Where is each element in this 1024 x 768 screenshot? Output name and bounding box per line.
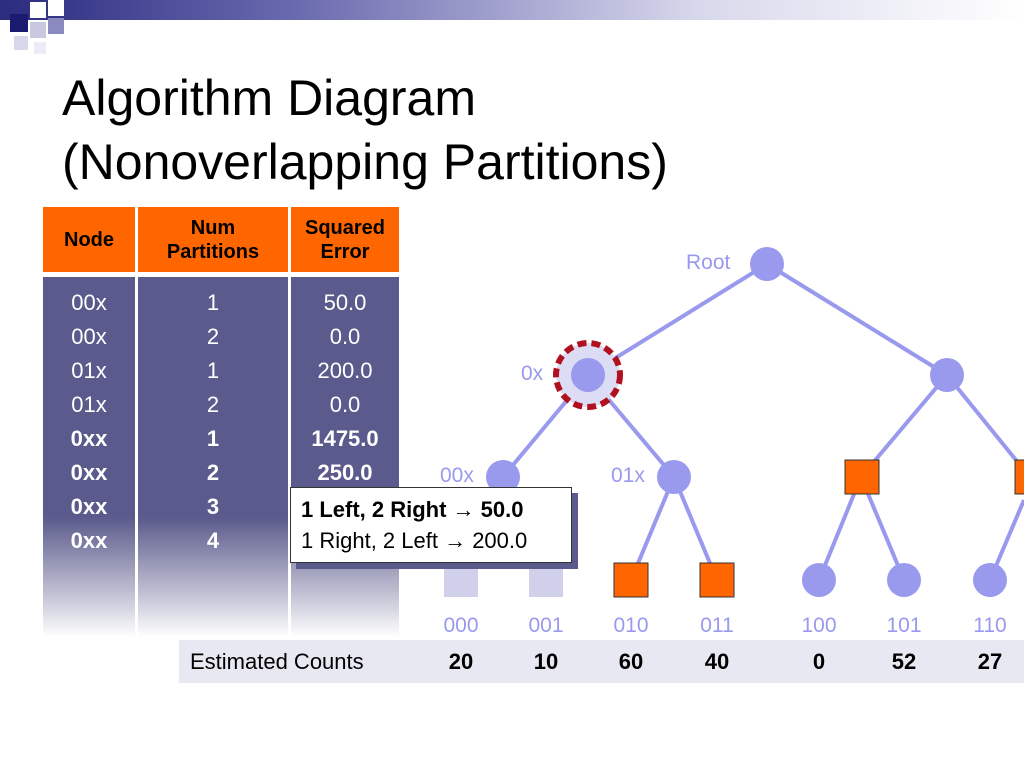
count-value: 52 — [891, 649, 917, 674]
edge-1x-11x — [945, 373, 1024, 472]
table-column-body — [291, 277, 399, 637]
table-header-partitions: Num Partitions — [138, 207, 288, 272]
decor-square — [10, 14, 28, 32]
table-cells: 50.0 0.0 200.0 0.0 1475.0 250.0 — [291, 286, 399, 558]
title-line-1: Algorithm Diagram — [62, 70, 477, 126]
count-value: 10 — [533, 649, 559, 674]
count-value: 0 — [812, 649, 826, 674]
node-root[interactable] — [750, 247, 784, 281]
table-cell-node: 01x — [71, 392, 107, 417]
table-cell-parts: 2 — [206, 324, 220, 349]
table-cell-err: 0.0 — [329, 392, 361, 417]
label-00x: 00x — [440, 464, 474, 487]
label-0x: 0x — [521, 362, 544, 385]
count-value: 27 — [977, 649, 1003, 674]
partition-tooltip: 1 Left, 2 Right → 50.0 1 Right, 2 Left →… — [290, 487, 572, 563]
decorative-top-bar — [0, 0, 1024, 60]
node-0x[interactable] — [571, 358, 605, 392]
table-cell-parts: 2 — [206, 460, 220, 485]
leaf-011[interactable] — [699, 562, 735, 598]
decor-square — [30, 2, 46, 18]
table-cell-parts: 4 — [206, 528, 220, 553]
count-value: 20 — [448, 649, 474, 674]
table-cell-parts: 1 — [206, 290, 220, 315]
node-01x[interactable] — [657, 460, 691, 494]
table-cell-parts: 1 — [206, 426, 220, 451]
leaf-label: 010 — [613, 614, 648, 637]
table-cell-err: 1475.0 — [311, 426, 379, 451]
leaf-110[interactable] — [973, 563, 1007, 597]
table-cell-parts: 2 — [206, 392, 220, 417]
leaf-label: 100 — [801, 614, 836, 637]
decor-square — [48, 0, 64, 16]
table-header-error: Squared Error — [291, 207, 399, 272]
table-cell-node: 0xx — [70, 426, 108, 451]
table-cell-err: 250.0 — [317, 460, 373, 485]
tooltip-line-2: 1 Right, 2 Left → 200.0 — [301, 528, 528, 553]
leaf-label: 110 — [973, 614, 1006, 637]
decor-square — [48, 18, 64, 34]
leaf-101[interactable] — [887, 563, 921, 597]
leaf-000[interactable] — [444, 563, 478, 597]
node-00x[interactable] — [486, 460, 520, 494]
table-cells: 1 2 1 2 1 2 3 4 — [138, 286, 288, 558]
leaf-010[interactable] — [613, 562, 649, 598]
table-cells: 00x 00x 01x 01x 0xx 0xx 0xx 0xx — [43, 286, 135, 558]
decor-square — [30, 22, 46, 38]
table-column-body — [43, 277, 135, 637]
table-header-node: Node — [43, 207, 135, 272]
table-cell-node: 00x — [71, 290, 107, 315]
leaf-label: 101 — [886, 614, 921, 637]
table-column-body — [138, 277, 288, 637]
table-cell-parts: 1 — [206, 358, 220, 383]
estimated-counts-label: Estimated Counts — [190, 649, 364, 674]
table-cell-node: 0xx — [70, 460, 108, 485]
slide-title: Algorithm Diagram (Nonoverlapping Partit… — [62, 66, 668, 194]
leaf-100[interactable] — [802, 563, 836, 597]
table-cell-node: 0xx — [70, 528, 108, 553]
edge-root-1x — [765, 262, 949, 377]
leaf-label: 000 — [443, 614, 478, 637]
tree-edges — [501, 262, 1024, 581]
decor-square — [14, 36, 28, 50]
node-1x[interactable] — [930, 358, 964, 392]
leaf-label: 011 — [700, 614, 733, 637]
table-cell-err: 0.0 — [329, 324, 361, 349]
node-11x-partition[interactable] — [1014, 459, 1024, 495]
decor-square — [34, 42, 46, 54]
table-cell-err: 200.0 — [317, 358, 373, 383]
table-cell-parts: 3 — [206, 494, 220, 519]
table-cell-node: 00x — [71, 324, 107, 349]
label-root: Root — [686, 251, 731, 274]
leaf-001[interactable] — [529, 563, 563, 597]
label-01x: 01x — [611, 464, 645, 487]
tooltip-line-1: 1 Left, 2 Right → 50.0 — [301, 497, 524, 522]
gradient-stripe — [0, 0, 1024, 20]
table-cell-err: 50.0 — [323, 290, 367, 315]
leaf-label: 001 — [528, 614, 563, 637]
node-10x-partition[interactable] — [844, 459, 880, 495]
table-cell-node: 01x — [71, 358, 107, 383]
title-line-2: (Nonoverlapping Partitions) — [62, 134, 668, 190]
estimated-counts-row: Estimated Counts 20 10 60 40 0 52 27 — [179, 640, 1024, 683]
table-cell-node: 0xx — [70, 494, 108, 519]
count-value: 60 — [618, 649, 644, 674]
edge-root-0x — [586, 262, 769, 377]
count-value: 40 — [704, 649, 730, 674]
